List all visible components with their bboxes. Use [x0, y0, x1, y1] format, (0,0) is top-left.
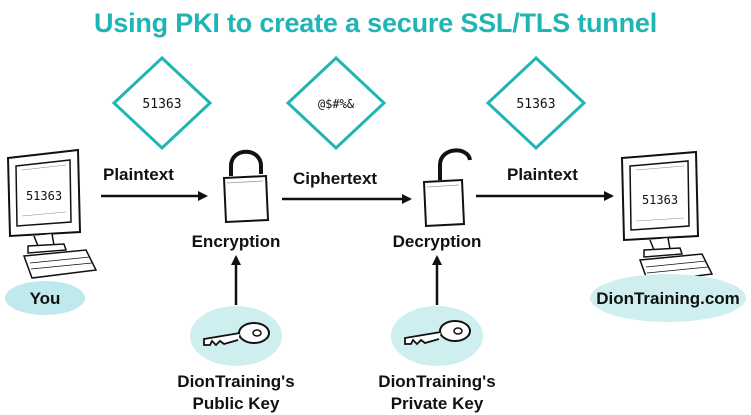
public-key-owner: DionTraining's	[177, 372, 294, 391]
diamond-middle-text: @$#%&	[318, 97, 355, 111]
right-screen-text: 51363	[642, 193, 678, 207]
diamond-left-text: 51363	[142, 97, 181, 112]
plaintext-diamond-right: 51363	[485, 55, 587, 151]
key-icon	[203, 322, 270, 347]
you-label: You	[30, 289, 61, 308]
you-highlight	[5, 281, 85, 315]
padlock-open-icon	[422, 148, 472, 228]
private-key-label: Private Key	[391, 394, 484, 413]
plaintext-label-1: Plaintext	[103, 165, 174, 184]
decryption-label: Decryption	[393, 232, 482, 251]
left-screen-text: 51363	[26, 189, 62, 203]
diamond-right-text: 51363	[516, 97, 555, 112]
plaintext-label-2: Plaintext	[507, 165, 578, 184]
padlock-closed-icon	[222, 149, 270, 224]
diontraining-label: DionTraining.com	[596, 289, 740, 308]
computer-icon-left: 51363	[6, 148, 98, 279]
diagram-title: Using PKI to create a secure SSL/TLS tun…	[93, 8, 658, 38]
ciphertext-label: Ciphertext	[293, 169, 377, 188]
plaintext-diamond-left: 51363	[111, 55, 213, 151]
private-key-owner: DionTraining's	[378, 372, 495, 391]
public-key-label: Public Key	[193, 394, 280, 413]
computer-icon-right: 51363	[620, 150, 714, 283]
diontraining-highlight	[590, 274, 746, 322]
key-icon	[404, 320, 471, 346]
encryption-label: Encryption	[192, 232, 281, 251]
ciphertext-diamond: @$#%&	[285, 55, 387, 151]
